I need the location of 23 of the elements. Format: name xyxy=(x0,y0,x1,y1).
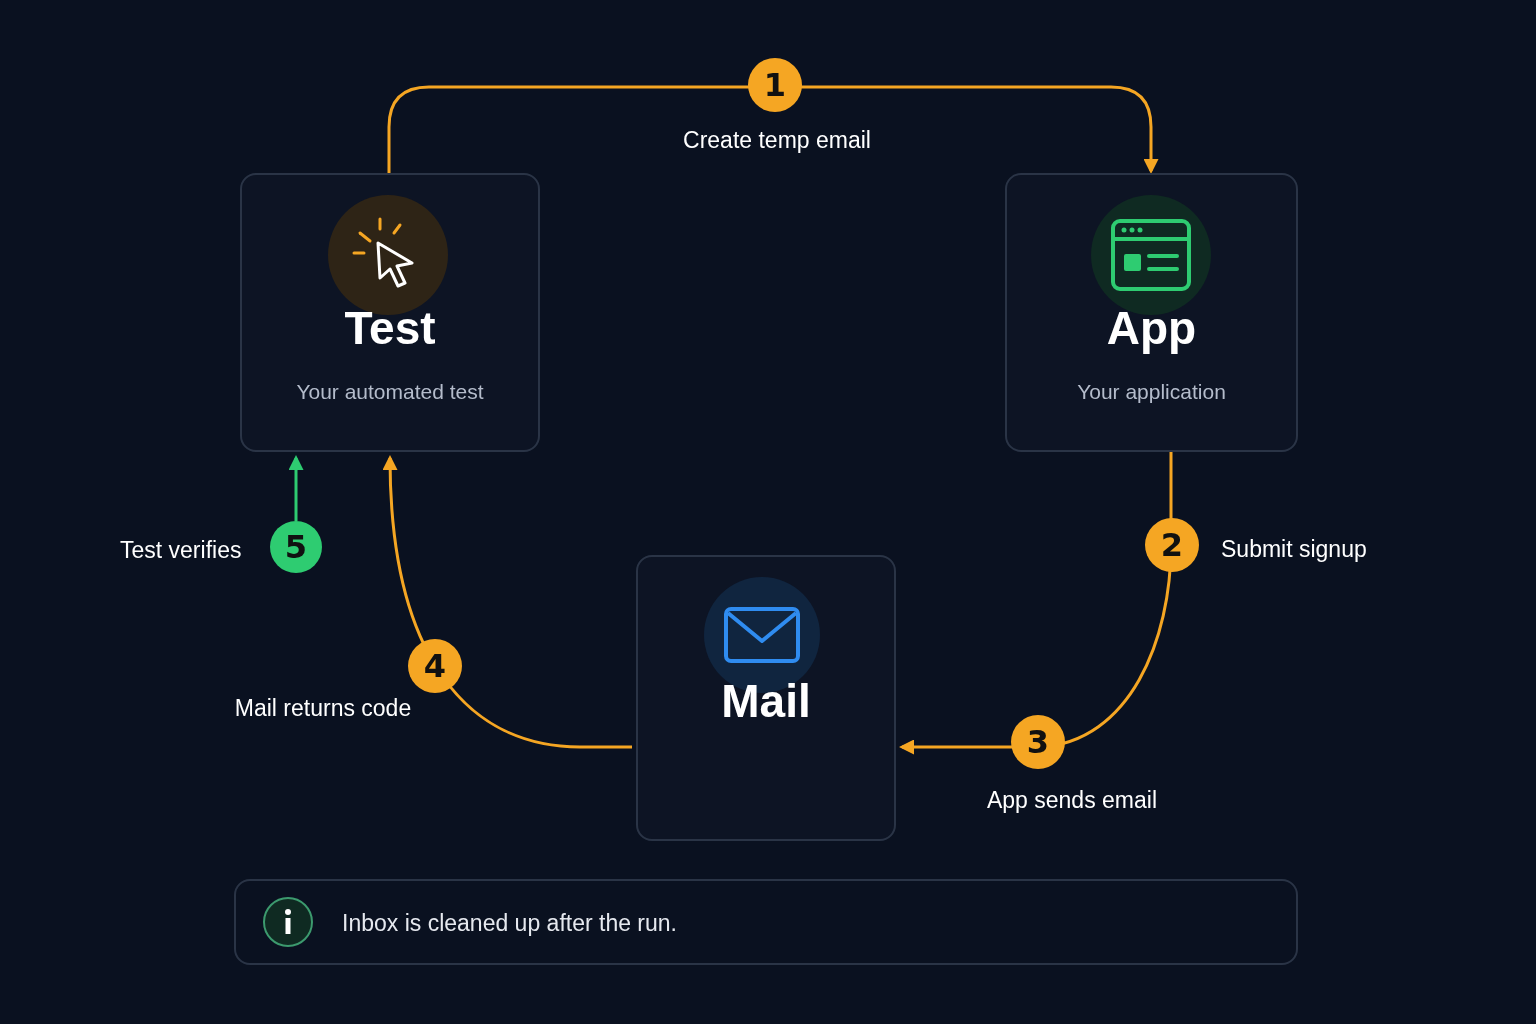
component-card xyxy=(1005,173,1298,452)
step-number: 1 xyxy=(748,58,802,112)
card-subtitle: Your automated test xyxy=(295,379,485,405)
step-number: 4 xyxy=(408,639,462,693)
info-panel xyxy=(234,879,1298,965)
arrow xyxy=(387,85,1159,174)
edge-label: Mail returns code xyxy=(233,694,413,722)
edge-label: App sends email xyxy=(985,786,1158,814)
edge-label: Create temp email xyxy=(682,126,872,154)
arrow xyxy=(382,455,632,749)
component-card xyxy=(240,173,540,452)
card-subtitle: Your application xyxy=(1076,379,1227,405)
arrow xyxy=(288,455,304,521)
step-label: Test verifies xyxy=(120,536,242,564)
component-card xyxy=(636,555,896,841)
card-title: Mail xyxy=(720,674,812,728)
step-number: 2 xyxy=(1145,518,1199,572)
note-text: Inbox is cleaned up after the run. xyxy=(342,909,677,937)
step-label: Submit signup xyxy=(1221,535,1367,563)
card-title: Test xyxy=(343,301,437,355)
step-number: 5 xyxy=(270,521,322,573)
step-number: 3 xyxy=(1011,715,1065,769)
card-title: App xyxy=(1105,301,1198,355)
